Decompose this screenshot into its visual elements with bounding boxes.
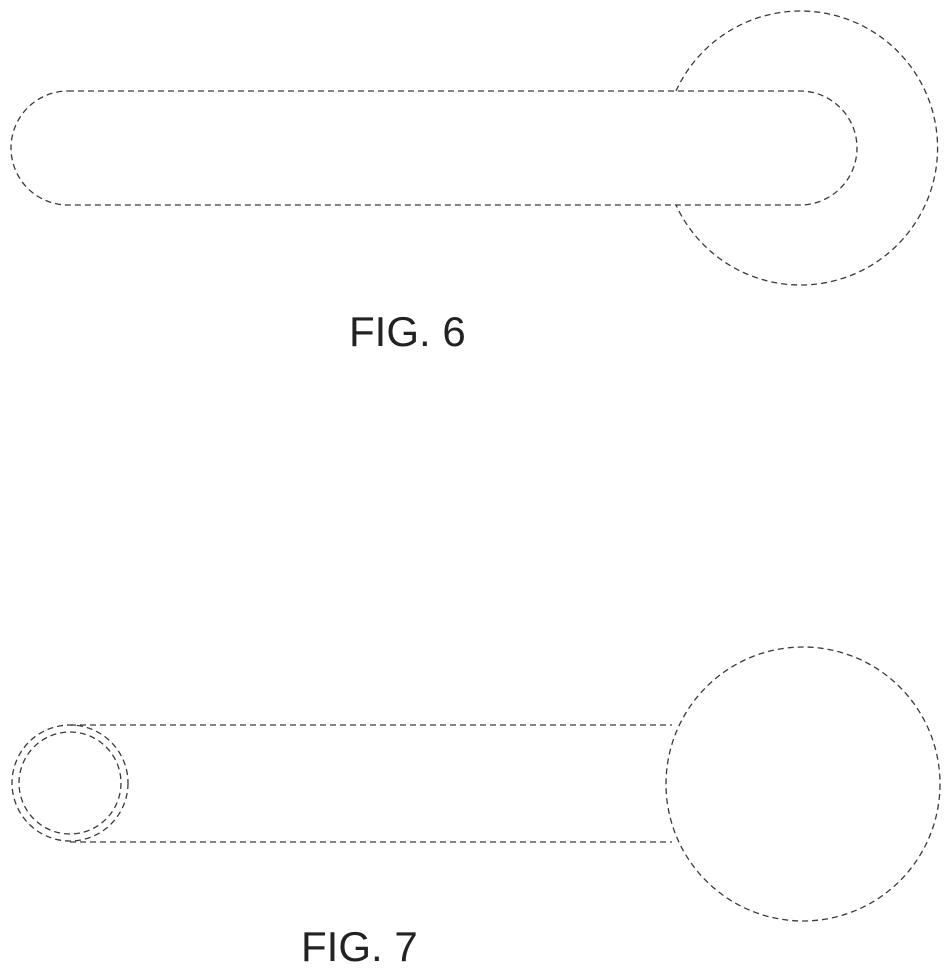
fig6-lever-arm-outline (11, 91, 857, 205)
fig7-rosette-outline (666, 647, 940, 921)
figure-7: FIG. 7 (12, 647, 940, 970)
fig6-caption: FIG. 6 (349, 308, 466, 355)
fig7-end-cap-inner-outline (19, 732, 121, 834)
fig7-caption: FIG. 7 (301, 923, 418, 970)
figure-6: FIG. 6 (11, 11, 938, 355)
fig6-rosette-outline (676, 11, 938, 285)
fig7-end-cap-outer-outline (12, 725, 128, 841)
